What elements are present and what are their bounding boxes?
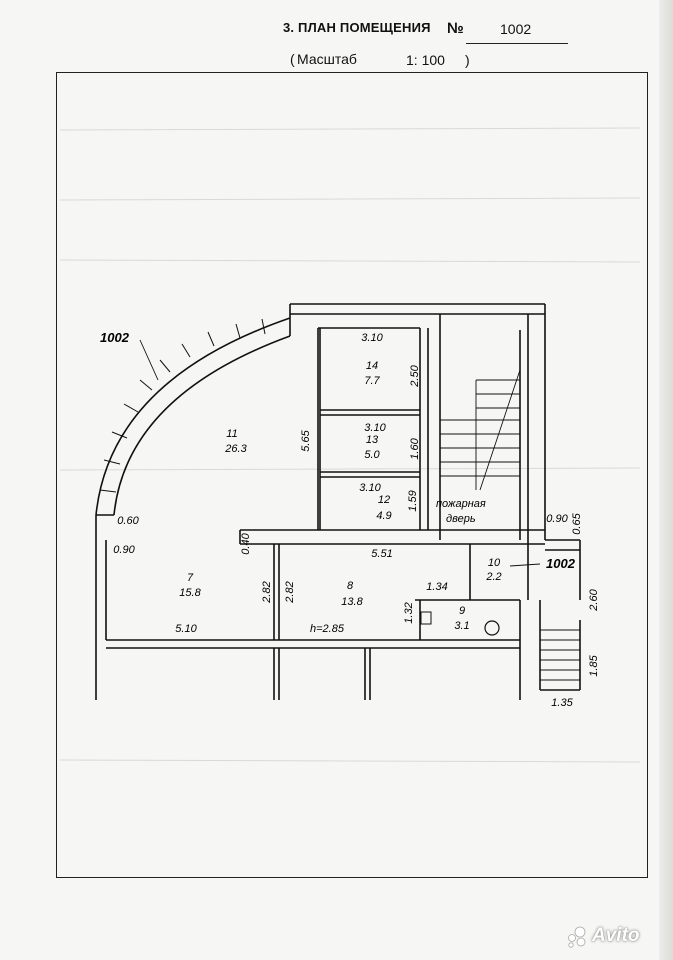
- scale-label: Масштаб: [297, 51, 357, 67]
- dim-label: 2.82: [284, 581, 296, 603]
- dim-label: 2.60: [588, 588, 600, 611]
- dim-label: 3.10: [359, 482, 381, 494]
- number-underline: [466, 43, 568, 44]
- walls: [95, 303, 581, 700]
- dim-label: 3.10: [361, 332, 383, 344]
- scale-open-paren: (: [290, 51, 295, 67]
- label-1002-right: 1002: [546, 556, 576, 571]
- toilet-fixture: [484, 620, 500, 636]
- scale-close-paren: ): [465, 52, 470, 68]
- plan-labels: 1002 1002: [100, 330, 576, 571]
- room-labels: 14 7.7 13 5.0 12 4.9 11 26.3 10 2.2 9 3.…: [179, 360, 501, 632]
- fire-door-line2: дверь: [446, 513, 476, 525]
- dim-label: 1.32: [403, 602, 415, 623]
- room-area: 2.2: [485, 571, 501, 583]
- dim-label: 1.35: [551, 697, 573, 709]
- label-leader-right: [509, 563, 541, 567]
- dim-label: 5.51: [371, 548, 392, 560]
- dim-label: 1.60: [409, 437, 421, 459]
- dim-label: 0.40: [240, 532, 252, 554]
- dim-label: 1.34: [426, 581, 447, 593]
- dim-label: 2.82: [261, 581, 273, 603]
- dim-label: 0.60: [117, 515, 139, 527]
- document-header: 3. ПЛАН ПОМЕЩЕНИЯ № 1002 ( Масштаб 1: 10…: [0, 14, 673, 74]
- room-number: 13: [366, 434, 379, 446]
- dim-label: 2.50: [409, 364, 421, 387]
- dimension-labels: 3.10 3.10 3.10 0.60 0.90 0.90 5.51 1.34 …: [113, 332, 573, 709]
- room-area: 3.1: [454, 620, 469, 632]
- page-edge: [659, 0, 673, 960]
- room-number: 7: [187, 572, 194, 584]
- upper-staircase: [440, 369, 521, 491]
- avito-watermark: Avito: [592, 925, 640, 946]
- label-leader-top: [139, 339, 159, 381]
- room-area: 15.8: [179, 587, 201, 599]
- room-area: 26.3: [224, 443, 247, 455]
- dim-label: 1.59: [407, 490, 419, 511]
- plan-title: 3. ПЛАН ПОМЕЩЕНИЯ: [283, 20, 431, 35]
- room-number: 8: [347, 580, 354, 592]
- dim-label: 0.65: [571, 512, 583, 534]
- room-number: 12: [378, 494, 390, 506]
- fire-door-line1: пожарная: [436, 498, 486, 510]
- dim-label: 1.85: [588, 654, 600, 676]
- premises-number: 1002: [500, 21, 532, 37]
- dim-label: 5.65: [300, 429, 312, 451]
- arc-wall-blocks: [99, 318, 266, 493]
- plan-frame: [56, 72, 648, 878]
- dim-label: 0.90: [546, 513, 568, 525]
- dim-label: 0.90: [113, 544, 135, 556]
- room-area: 4.9: [376, 510, 391, 522]
- room-area: 13.8: [341, 596, 363, 608]
- room-number: 14: [366, 360, 378, 372]
- lower-staircase: [540, 629, 580, 681]
- number-sign: №: [447, 20, 464, 37]
- ceiling-height: h=2.85: [310, 623, 345, 635]
- label-1002-top: 1002: [100, 330, 130, 345]
- room-area: 5.0: [364, 449, 380, 461]
- dim-label: 5.10: [175, 623, 197, 635]
- room-area: 7.7: [364, 375, 380, 387]
- vertical-dimension-labels: 2.50 5.65 1.60 1.59 0.65 0.40 2.82 2.82 …: [240, 364, 600, 676]
- sink-fixture: [420, 611, 432, 625]
- dim-label: 3.10: [364, 422, 386, 434]
- room-number: 9: [459, 605, 465, 617]
- room-number: 11: [226, 428, 237, 440]
- room-number: 10: [488, 557, 501, 569]
- fire-door-note: пожарная дверь: [436, 498, 486, 525]
- scan-artifacts: [59, 127, 641, 763]
- avito-logo-icon: [568, 926, 586, 948]
- scale-value: 1: 100: [406, 52, 445, 68]
